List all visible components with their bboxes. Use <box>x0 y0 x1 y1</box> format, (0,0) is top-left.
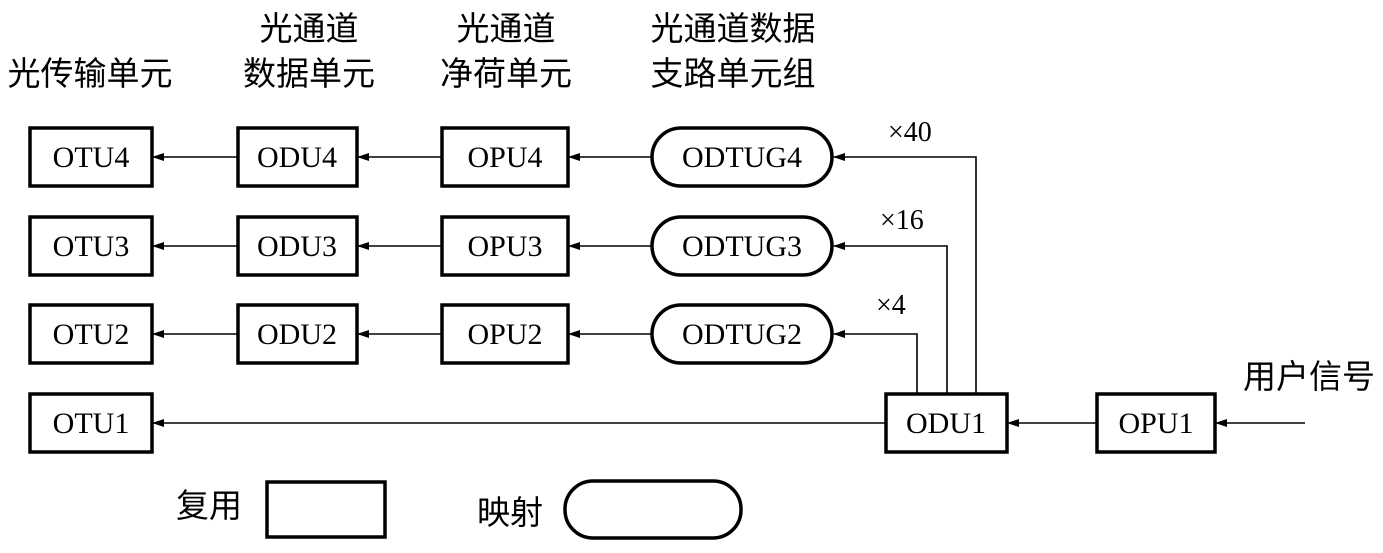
odu3-box <box>236 215 359 277</box>
connectors <box>152 153 1305 427</box>
header-otu: 光传输单元 <box>8 54 173 93</box>
odtug2-box <box>650 303 834 365</box>
odu2-box <box>236 303 359 365</box>
header-odu-line1: 光通道 <box>260 9 359 48</box>
otu4-label: OTU4 <box>53 141 130 174</box>
odu4-box <box>236 126 359 188</box>
opu2-box <box>440 303 570 365</box>
odtug3-box <box>650 215 834 277</box>
arrow-odu1-to-odtug3 <box>833 242 948 394</box>
opu3-box <box>440 215 570 277</box>
opu4-box <box>440 126 570 188</box>
arrow-odu1-to-odtug4 <box>833 153 977 394</box>
opu1-label: OPU1 <box>1118 407 1193 440</box>
header-opu-line1: 光通道 <box>457 9 556 48</box>
otu4-box <box>28 126 154 188</box>
otu3-box <box>28 215 154 277</box>
opu4-label: OPU4 <box>467 141 542 174</box>
user-signal-label: 用户信号 <box>1243 357 1375 396</box>
header-odtug-line1: 光通道数据 <box>651 9 816 48</box>
odu4-label: ODU4 <box>257 141 337 174</box>
odtug4-box <box>650 126 834 188</box>
odtug2-label: ODTUG2 <box>682 318 802 351</box>
otu2-label: OTU2 <box>53 318 130 351</box>
multiplier-odtug2: ×4 <box>876 290 906 321</box>
opu2-label: OPU2 <box>467 318 542 351</box>
opu1-box <box>1095 392 1217 454</box>
header-odtug-line2: 支路单元组 <box>651 54 816 93</box>
opu3-label: OPU3 <box>467 230 542 263</box>
odtug3-label: ODTUG3 <box>682 230 802 263</box>
otu1-box <box>28 392 154 454</box>
header-odu-line2: 数据单元 <box>243 54 375 93</box>
odu1-label: ODU1 <box>906 407 986 440</box>
legend-multiplex-box <box>265 480 387 539</box>
odtug4-label: ODTUG4 <box>682 141 802 174</box>
legend-mapping-label: 映射 <box>477 493 543 532</box>
multiplier-odtug4: ×40 <box>888 117 932 148</box>
legend-mapping-box <box>563 479 743 540</box>
multiplier-odtug3: ×16 <box>880 205 924 236</box>
otu2-box <box>28 303 154 365</box>
odu1-box <box>884 392 1009 454</box>
odu3-label: ODU3 <box>257 230 337 263</box>
arrow-odu1-to-odtug2 <box>833 330 918 394</box>
legend-multiplex-label: 复用 <box>176 486 242 525</box>
otu1-label: OTU1 <box>53 407 130 440</box>
header-opu-line2: 净荷单元 <box>440 54 572 93</box>
otu3-label: OTU3 <box>53 230 130 263</box>
odu2-label: ODU2 <box>257 318 337 351</box>
